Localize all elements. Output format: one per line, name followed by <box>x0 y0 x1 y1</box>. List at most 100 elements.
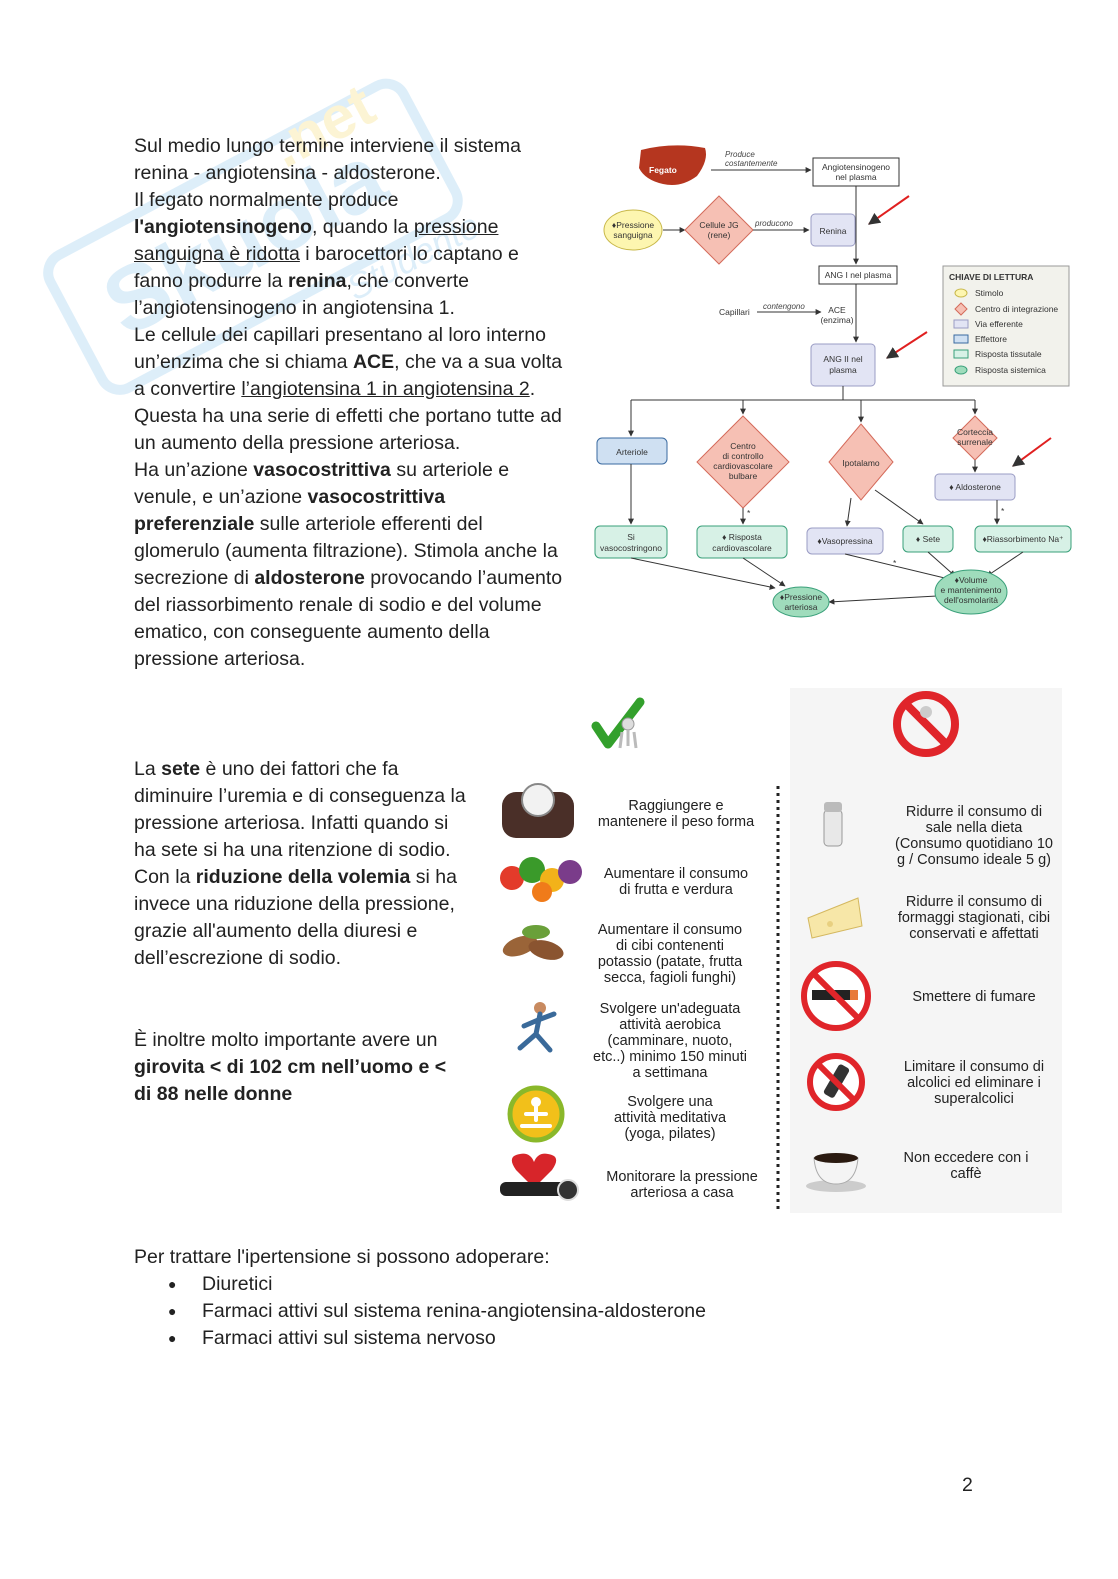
no-smoking-icon <box>801 961 871 1031</box>
tip-text: Raggiungere e <box>628 798 723 814</box>
tip-text: Non eccedere con i <box>904 1150 1029 1166</box>
text-span: fanno produrre la <box>134 270 288 292</box>
legend-swatch <box>953 319 969 329</box>
tip-text: alcolici ed eliminare i <box>907 1075 1041 1091</box>
center-cellule-jg <box>684 195 754 265</box>
text-line: pressione arteriosa. Infatti quando si <box>134 812 449 834</box>
legend-swatch <box>953 349 969 359</box>
label-cellule: Cellule JG <box>699 220 738 230</box>
label-vasocostringono: vasocostringono <box>600 543 662 553</box>
tip-text: sale nella dieta <box>926 820 1024 836</box>
tip-text: (Consumo quotidiano 10 <box>895 836 1053 852</box>
tip-text: Smettere di fumare <box>912 989 1035 1005</box>
label-sanguigna: sanguigna <box>613 230 653 240</box>
tip-sale: Ridurre il consumo di sale nella dieta (… <box>895 804 1053 868</box>
bold-term: sete <box>161 758 201 780</box>
legend-swatch <box>953 334 969 344</box>
list-item: Diuretici <box>134 1271 706 1298</box>
tip-text: mantenere il peso forma <box>598 814 755 830</box>
text-line: un aumento della pressione arteriosa. <box>134 432 461 454</box>
label-osmolarita: dell'osmolarità <box>944 595 998 605</box>
tip-text: Aumentare il consumo <box>598 922 742 938</box>
response-cardiovascolare <box>696 525 788 559</box>
text-span: , che va a sua volta <box>394 351 563 373</box>
tip-text: Aumentare il consumo <box>604 866 748 882</box>
label-ace: ACE <box>828 305 846 315</box>
tip-potassio: Aumentare il consumo di cibi contenenti … <box>598 922 743 986</box>
tip-text: Svolgere un'adeguata <box>600 1001 742 1017</box>
text-line: girovita < di 102 cm nell’uomo e < <box>134 1054 494 1081</box>
tip-formaggi: Ridurre il consumo di formaggi stagionat… <box>898 894 1050 942</box>
text-span: La <box>134 758 162 780</box>
label-plasma: plasma <box>829 365 857 375</box>
tip-attivita: Svolgere un'adeguata attività aerobica (… <box>593 1001 747 1081</box>
tip-text: attività meditativa <box>614 1110 727 1126</box>
text-line: del riassorbimento renale di sodio e del… <box>134 594 542 616</box>
center-ipotalamo <box>828 423 894 501</box>
legend-swatch <box>954 302 968 316</box>
label-ipotalamo: Ipotalamo <box>842 458 880 468</box>
salt-shaker-icon <box>823 802 843 847</box>
tip-fumo: Smettere di fumare <box>912 989 1035 1005</box>
bold-term: vasocostrittiva <box>307 486 446 508</box>
label-pressione-art: ♦Pressione <box>780 592 822 602</box>
text-line: È inoltre molto importante avere un <box>134 1029 438 1051</box>
text-line: Con la riduzione della volemia si ha <box>134 864 494 891</box>
checkmark-icon <box>591 697 645 749</box>
tip-text: formaggi stagionati, cibi <box>898 910 1050 926</box>
label-angiotensinogeno: Angiotensinogeno <box>822 162 890 172</box>
blood-pressure-monitor-icon <box>500 1153 579 1201</box>
label-vasopressina: ♦Vasopressina <box>817 536 872 546</box>
tip-caffe: Non eccedere con i caffè <box>904 1150 1029 1182</box>
underlined-term: pressione <box>413 216 499 238</box>
paragraph-girovita: È inoltre molto importante avere un giro… <box>134 1027 494 1108</box>
bold-term: ACE <box>352 351 395 373</box>
star-mark: * <box>747 508 751 518</box>
bold-term: vasocostrittiva <box>253 459 391 481</box>
bold-term: riduzione della volemia <box>195 866 411 888</box>
tip-text: secca, fagioli funghi) <box>604 970 736 986</box>
tip-text: Limitare il consumo di <box>904 1059 1044 1075</box>
text-line: Il fegato normalmente produce <box>134 189 399 211</box>
effector-arteriole <box>596 437 668 465</box>
text-line: Le cellule dei capillari presentano al l… <box>134 324 546 346</box>
label-enzima: (enzima) <box>820 315 853 325</box>
text-span: a convertire <box>134 378 242 400</box>
paragraph-sete: La sete è uno dei fattori che fa diminui… <box>134 756 494 972</box>
text-line: La sete è uno dei fattori che fa <box>134 756 494 783</box>
label-risposta: ♦ Risposta <box>722 532 762 542</box>
tips-right-panel <box>790 688 1062 1213</box>
raas-diagram: Fegato Produce costantemente Angiotensin… <box>594 145 1072 618</box>
star-mark: * <box>893 558 897 568</box>
text-span: venule, e un’azione <box>134 486 308 508</box>
text-line: Ha un’azione vasocostrittiva su arteriol… <box>134 457 594 484</box>
tip-text: Svolgere una <box>627 1094 713 1110</box>
scale-icon <box>502 783 574 838</box>
tip-text: Ridurre il consumo di <box>906 894 1042 910</box>
text-span: , quando la <box>311 216 414 238</box>
legend-label: Effettore <box>975 334 1007 344</box>
box-aldosterone <box>934 473 1016 501</box>
label-pressione: ♦Pressione <box>612 220 654 230</box>
paragraph-raas: Sul medio lungo termine interviene il si… <box>134 133 594 673</box>
label-arteriosa: arteriosa <box>784 602 817 612</box>
text-span: provocando l’aumento <box>364 567 563 589</box>
label-corteccia: Corteccia <box>957 427 993 437</box>
underlined-term: sanguigna è ridotta <box>134 243 300 265</box>
label-renina: Renina <box>820 226 847 236</box>
no-alcohol-icon <box>807 1053 865 1111</box>
label-centro: di controllo <box>722 451 763 461</box>
label-producono: producono <box>754 219 793 228</box>
text-line: l'angiotensinogeno, quando la pressione <box>134 214 594 241</box>
label-nel-plasma: nel plasma <box>835 172 876 182</box>
text-span: , che converte <box>346 270 469 292</box>
tip-alcolici: Limitare il consumo di alcolici ed elimi… <box>904 1059 1044 1107</box>
text-line: fanno produrre la renina, che converte <box>134 268 594 295</box>
underlined-term: l’angiotensina 1 in angiotensina 2 <box>241 378 530 400</box>
text-line: ematico, con conseguente aumento della <box>134 621 490 643</box>
legend-label: Risposta tissutale <box>975 349 1042 359</box>
tip-text: arteriosa a casa <box>630 1185 734 1201</box>
label-centro: bulbare <box>729 471 758 481</box>
tip-text: caffè <box>950 1166 981 1182</box>
tip-text: superalcolici <box>934 1091 1014 1107</box>
